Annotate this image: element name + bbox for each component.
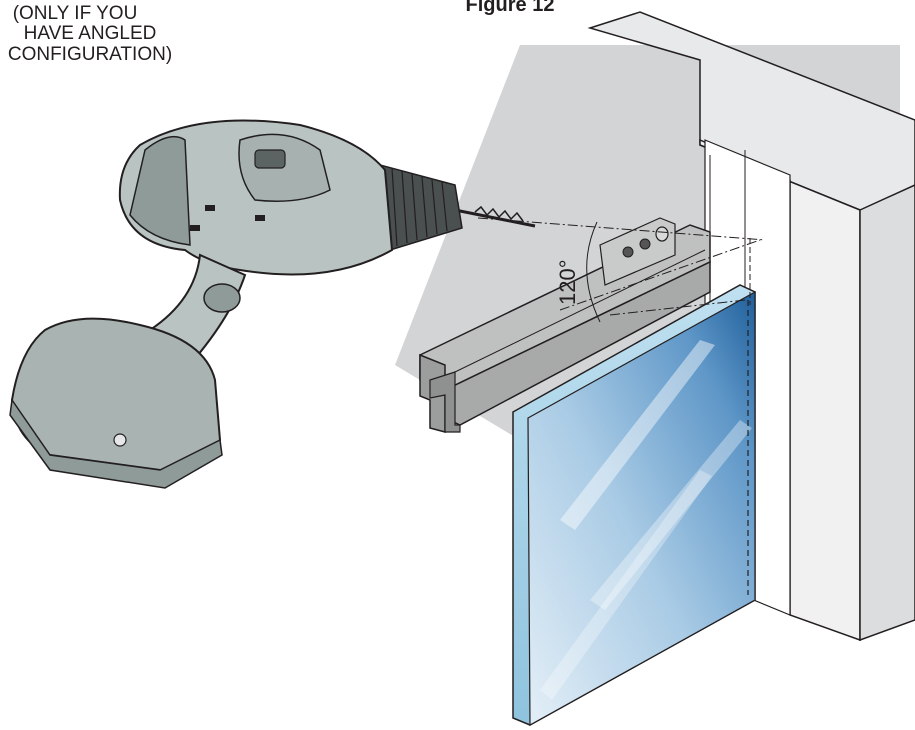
angle-label: 120° bbox=[555, 259, 580, 305]
figure-title: Figure 12 bbox=[466, 0, 555, 16]
angle-dimension: 120° bbox=[477, 217, 766, 323]
note-line-3: CONFIGURATION) bbox=[8, 44, 172, 65]
top-rail-icon bbox=[419, 217, 711, 433]
drill-bit-icon bbox=[454, 205, 536, 228]
glass-panel-icon bbox=[512, 284, 756, 727]
drill-icon bbox=[9, 119, 536, 489]
note-text: (ONLY IF YOU HAVE ANGLED CONFIGURATION) bbox=[8, 3, 172, 65]
note-line-2: HAVE ANGLED bbox=[24, 23, 157, 44]
note-line-1: (ONLY IF YOU bbox=[13, 3, 138, 24]
